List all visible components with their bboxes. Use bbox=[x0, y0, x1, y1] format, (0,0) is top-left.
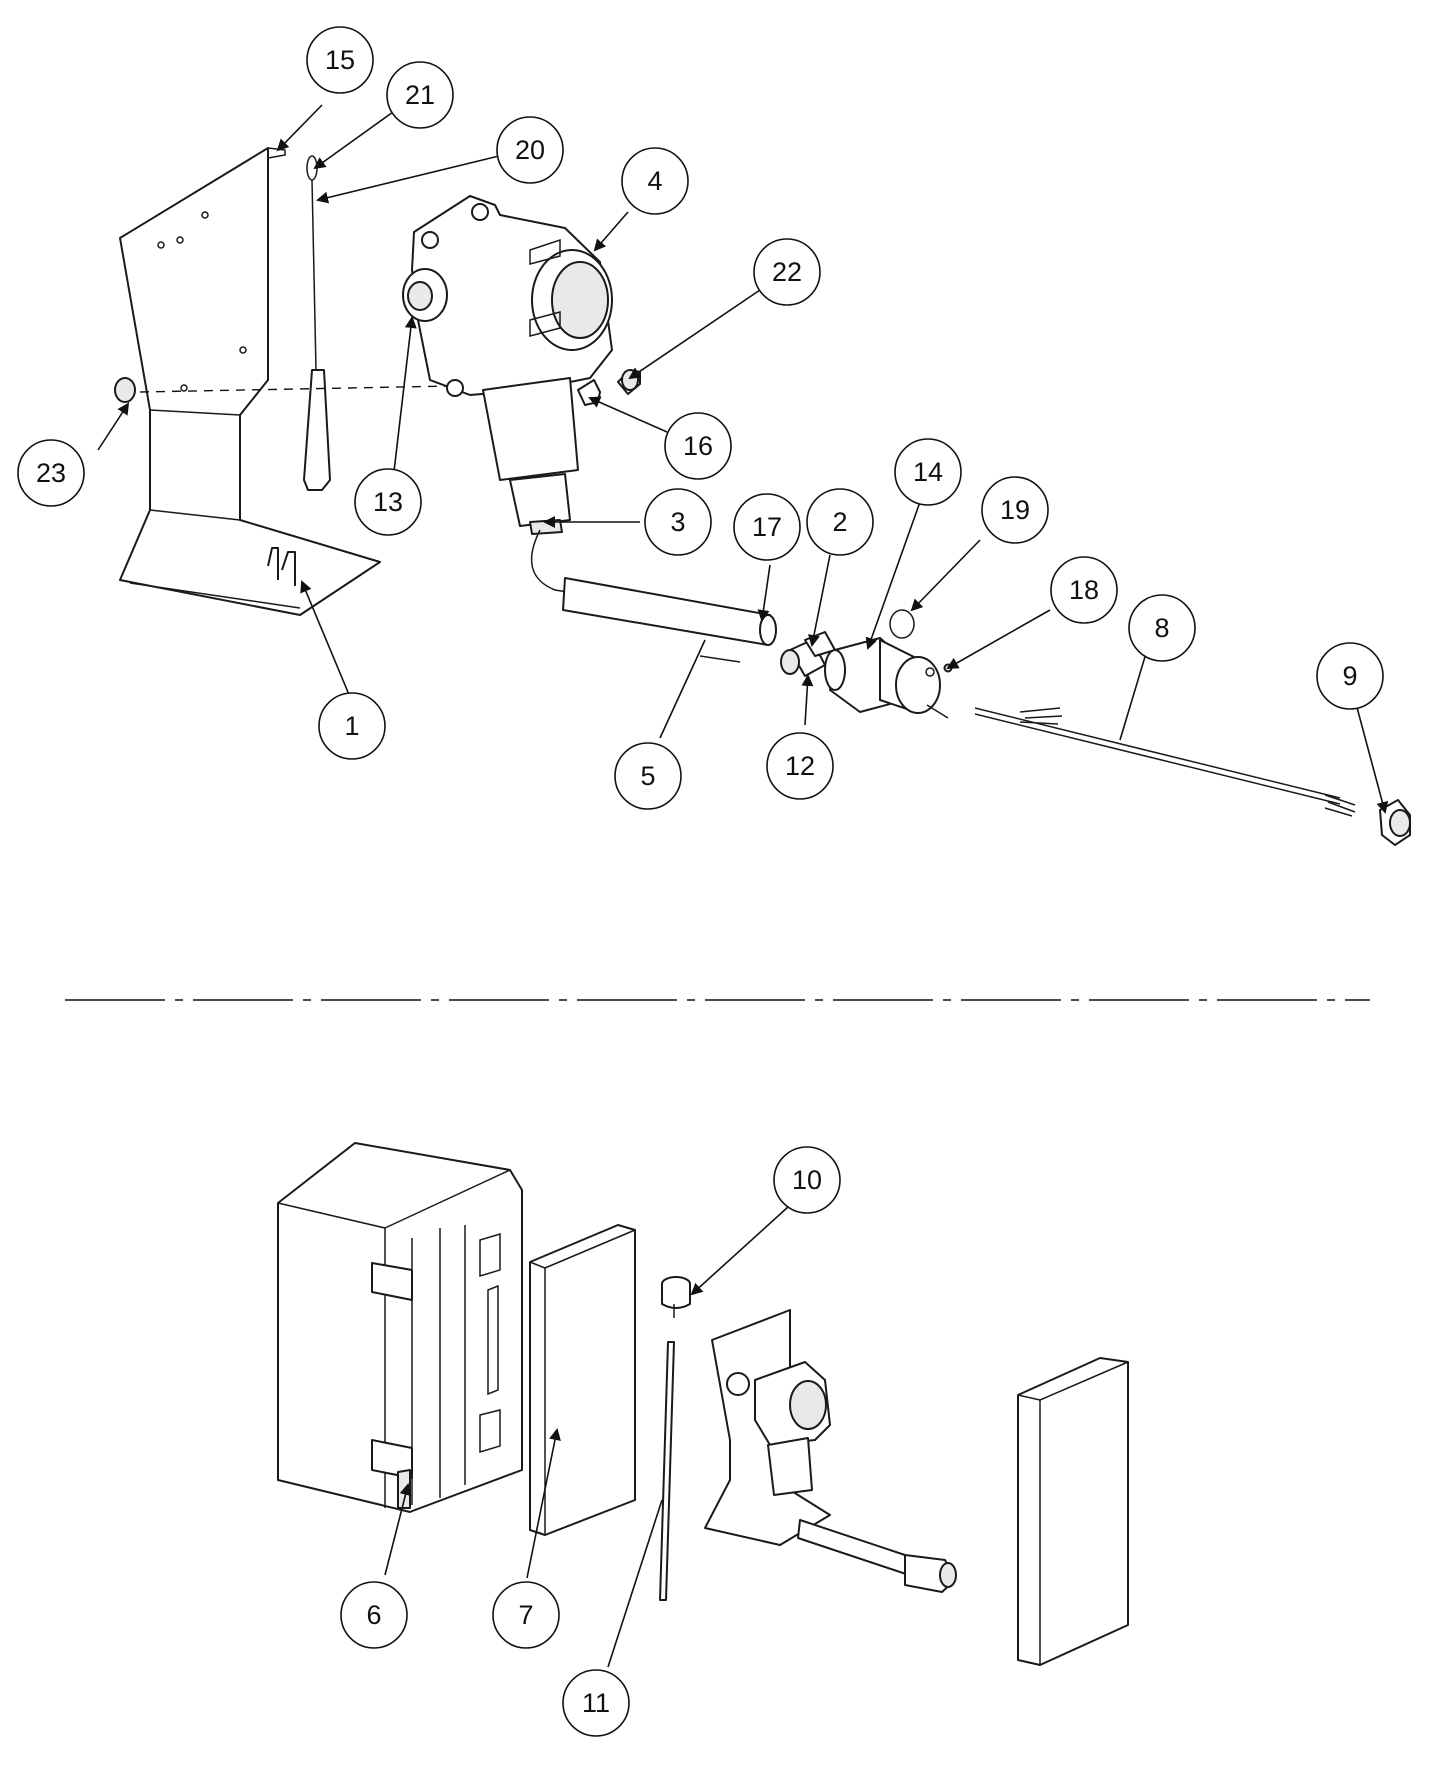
mounting-bracket bbox=[119, 147, 381, 616]
cap bbox=[661, 1276, 691, 1318]
bottom-exploded-view bbox=[277, 1142, 1129, 1666]
callout-9-label: 9 bbox=[1342, 661, 1357, 691]
callout-10-label: 10 bbox=[792, 1165, 822, 1195]
callout-15: 15 bbox=[306, 26, 374, 94]
callout-6-label: 6 bbox=[366, 1600, 381, 1630]
callout-8: 8 bbox=[1128, 594, 1196, 662]
callout-7-label: 7 bbox=[518, 1600, 533, 1630]
nut bbox=[114, 377, 136, 403]
callout-2-label: 2 bbox=[832, 507, 847, 537]
callout-12-label: 12 bbox=[785, 751, 815, 781]
callout-18: 18 bbox=[1050, 556, 1118, 624]
callout-21-label: 21 bbox=[405, 80, 435, 110]
callout-14-label: 14 bbox=[913, 457, 943, 487]
callout-21: 21 bbox=[386, 61, 454, 129]
callout-22: 22 bbox=[753, 238, 821, 306]
leader-lines bbox=[97, 104, 1389, 1668]
callout-16: 16 bbox=[664, 412, 732, 480]
callout-2: 2 bbox=[806, 488, 874, 556]
callout-4: 4 bbox=[621, 147, 689, 215]
callout-13: 13 bbox=[354, 468, 422, 536]
callout-13-label: 13 bbox=[373, 487, 403, 517]
callout-23-label: 23 bbox=[36, 458, 66, 488]
callout-4-label: 4 bbox=[647, 166, 662, 196]
callout-23: 23 bbox=[17, 439, 85, 507]
callout-18-label: 18 bbox=[1069, 575, 1099, 605]
callout-12: 12 bbox=[766, 732, 834, 800]
callout-6: 6 bbox=[340, 1581, 408, 1649]
callout-8-label: 8 bbox=[1154, 613, 1169, 643]
callout-20-label: 20 bbox=[515, 135, 545, 165]
callout-3-label: 3 bbox=[670, 507, 685, 537]
rod bbox=[659, 1341, 675, 1601]
connector-assembly bbox=[780, 609, 953, 719]
enclosure bbox=[277, 1142, 523, 1513]
assembled-transmitter bbox=[704, 1309, 957, 1593]
cable-and-sleeve bbox=[530, 529, 777, 663]
callout-19: 19 bbox=[981, 476, 1049, 544]
top-exploded-view bbox=[114, 147, 1411, 846]
callout-1-label: 1 bbox=[344, 711, 359, 741]
sensor-lanyard bbox=[303, 155, 331, 491]
callout-22-label: 22 bbox=[772, 257, 802, 287]
callout-3: 3 bbox=[644, 488, 712, 556]
callout-14: 14 bbox=[894, 438, 962, 506]
callout-16-label: 16 bbox=[683, 431, 713, 461]
callout-20: 20 bbox=[496, 116, 564, 184]
callout-9: 9 bbox=[1316, 642, 1384, 710]
callout-5: 5 bbox=[614, 742, 682, 810]
callout-10: 10 bbox=[773, 1146, 841, 1214]
foam-panel bbox=[529, 1224, 636, 1536]
callout-17-label: 17 bbox=[752, 512, 782, 542]
callout-11-label: 11 bbox=[582, 1688, 610, 1718]
callout-5-label: 5 bbox=[640, 761, 655, 791]
callout-7: 7 bbox=[492, 1581, 560, 1649]
callout-11: 11 bbox=[562, 1669, 630, 1737]
callout-15-label: 15 bbox=[325, 45, 355, 75]
transmitter-housing bbox=[402, 195, 613, 535]
callout-19-label: 19 bbox=[1000, 495, 1030, 525]
callout-1: 1 bbox=[318, 692, 386, 760]
right-panel bbox=[1017, 1357, 1129, 1666]
callout-17: 17 bbox=[733, 493, 801, 561]
signal-cable bbox=[974, 707, 1411, 846]
